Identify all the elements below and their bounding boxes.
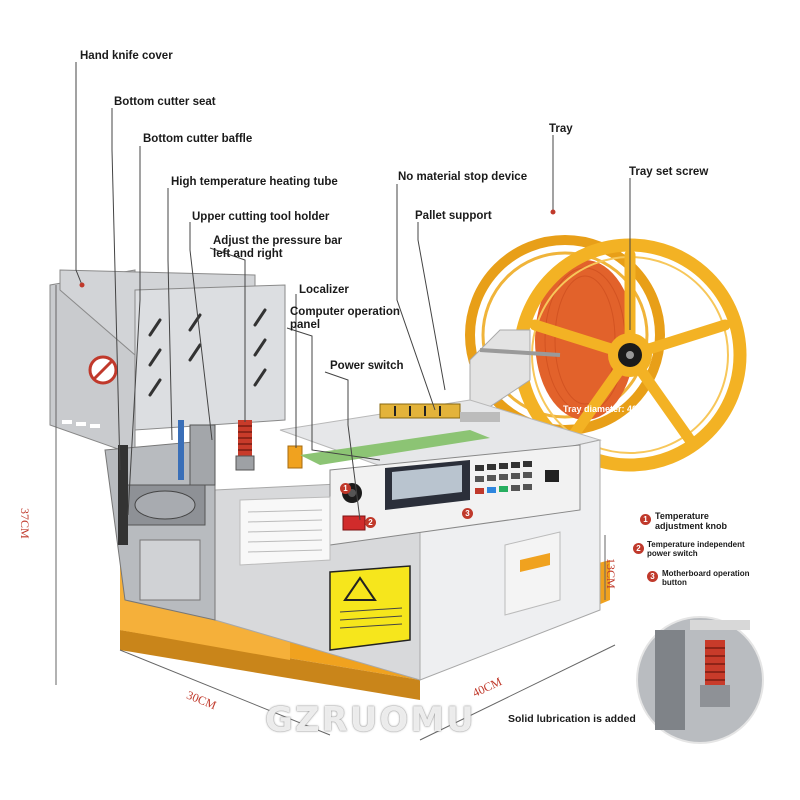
label-adjust-pressure-bar-2: left and right [213, 248, 283, 260]
label-no-material-stop: No material stop device [398, 171, 528, 183]
label-power-switch: Power switch [330, 360, 404, 372]
label-tray-set-screw: Tray set screw [629, 166, 709, 178]
keypad [475, 461, 559, 494]
badge-3-on-machine: 3 [462, 508, 473, 519]
legend-badge-1: 1 [640, 514, 651, 525]
label-upper-cutting-tool-holder: Upper cutting tool holder [192, 211, 330, 223]
badge-2-on-machine: 2 [365, 517, 376, 528]
label-tray-diameter: Tray diameter: 40cm [563, 404, 651, 414]
legend-item-2: Temperature independent power switch [647, 540, 745, 558]
warning-sticker [329, 565, 411, 651]
label-computer-panel-2: panel [290, 319, 321, 331]
label-hand-knife-cover: Hand knife cover [80, 50, 173, 62]
label-bottom-cutter-seat: Bottom cutter seat [114, 96, 216, 108]
localizer [287, 445, 303, 469]
dimension-panel-height: 13CM [604, 558, 618, 589]
dimension-lines [55, 285, 616, 741]
label-adjust-pressure-bar-1: Adjust the pressure bar [213, 235, 343, 247]
lubrication-inset [636, 616, 764, 744]
leader-lines [75, 62, 631, 521]
label-solid-lubrication: Solid lubrication is added [508, 713, 636, 725]
label-pallet-support: Pallet support [415, 210, 492, 222]
label-tray: Tray [549, 123, 573, 135]
power-switch-rocker [342, 515, 366, 531]
legend-item-1: Temperature adjustment knob [655, 511, 728, 531]
label-computer-panel-1: Computer operation [290, 306, 400, 318]
label-bottom-cutter-baffle: Bottom cutter baffle [143, 133, 253, 145]
badge-1-on-machine: 1 [340, 483, 351, 494]
legend-badge-2: 2 [633, 543, 644, 554]
no-material-stop-device [379, 403, 461, 419]
label-localizer: Localizer [299, 284, 349, 296]
pressure-springs [235, 420, 255, 471]
watermark: GZRUOMU [265, 700, 476, 740]
legend-item-3: Motherboard operation button [662, 569, 750, 587]
dimension-height: 37CM [18, 508, 32, 539]
label-heating-tube: High temperature heating tube [171, 176, 338, 188]
legend-badge-3: 3 [647, 571, 658, 582]
